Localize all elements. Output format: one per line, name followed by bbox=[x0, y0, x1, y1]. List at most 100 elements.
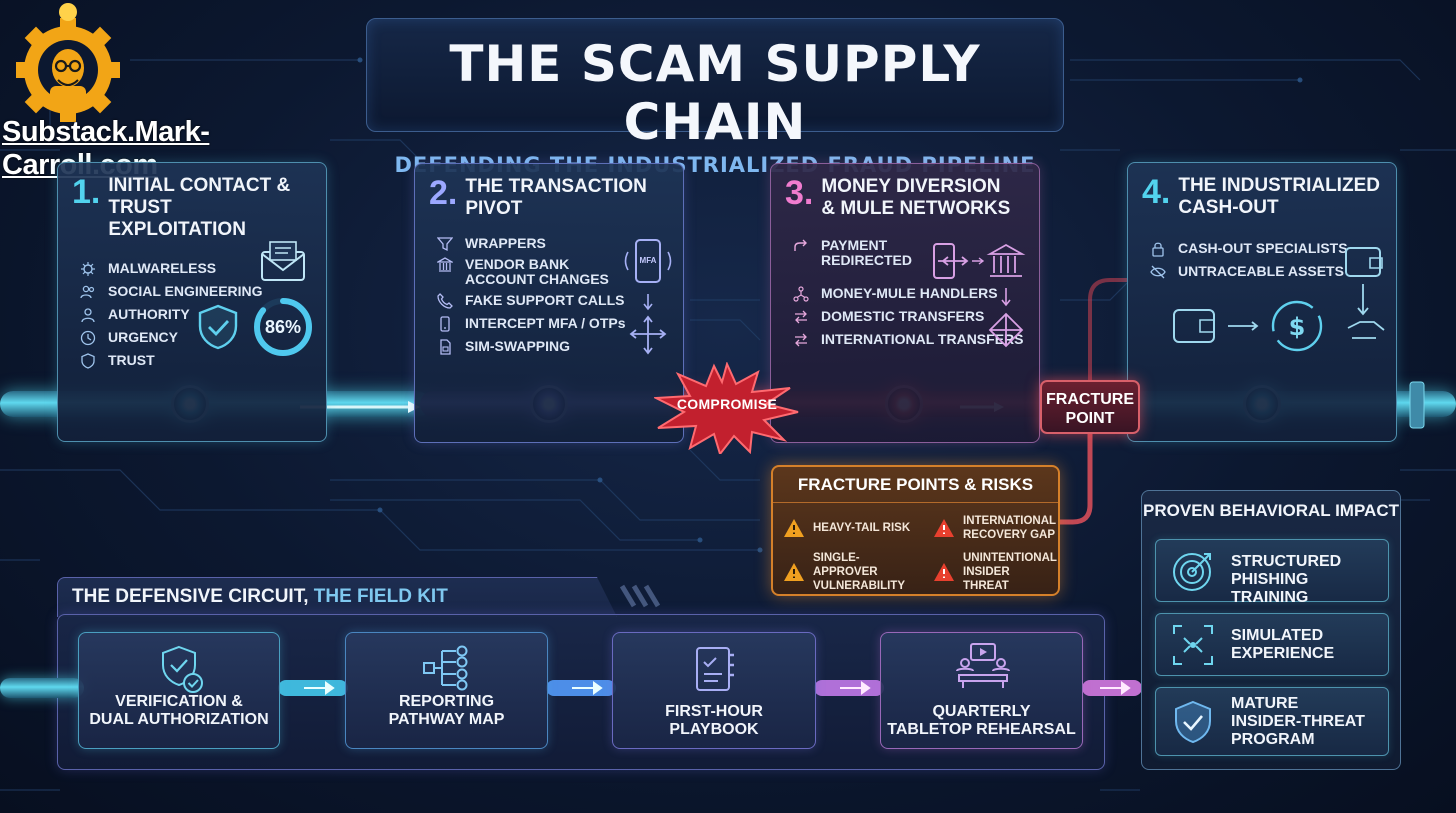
stage-number: 2. bbox=[429, 174, 458, 212]
item-label-line1: VENDOR BANK bbox=[465, 256, 570, 272]
stage-title-line1: THE INDUSTRIALIZED bbox=[1178, 175, 1380, 196]
impact-line2: INSIDER-THREAT bbox=[1231, 713, 1365, 730]
kit-label-line1: FIRST-HOUR bbox=[665, 703, 763, 720]
item-label-line2: REDIRECTED bbox=[821, 252, 913, 268]
risk-line1: INTERNATIONAL bbox=[963, 515, 1057, 527]
list-item: AUTHORITY bbox=[80, 303, 326, 326]
phone-icon bbox=[437, 292, 453, 309]
stage-title-line2: TRUST EXPLOITATION bbox=[108, 197, 246, 240]
kit-label-line1: VERIFICATION & bbox=[115, 693, 243, 710]
stage-title-line2: PIVOT bbox=[465, 198, 523, 219]
stage-number: 3. bbox=[785, 174, 814, 212]
item-label-line1: PAYMENT bbox=[821, 237, 888, 253]
svg-text:$: $ bbox=[1289, 313, 1306, 341]
fracture-point-badge: FRACTURE POINT bbox=[1040, 380, 1140, 434]
item-label: WRAPPERS bbox=[465, 235, 546, 251]
risk-line1: UNINTENTIONAL bbox=[963, 551, 1057, 564]
item-label: TRUST bbox=[108, 352, 155, 368]
list-item: INTERNATIONAL TRANSFERS bbox=[793, 328, 1039, 351]
shield-check-icon bbox=[1175, 700, 1211, 744]
risk-item: INTERNATIONAL RECOVERY GAP bbox=[923, 507, 1058, 549]
risk-line1: HEAVY-TAIL RISK bbox=[813, 522, 911, 534]
stage-title-line1: MONEY DIVERSION bbox=[821, 176, 1001, 197]
funnel-icon bbox=[437, 236, 453, 251]
risk-line2: VULNERABILITY bbox=[813, 579, 905, 592]
item-label: AUTHORITY bbox=[108, 306, 190, 322]
list-item: SOCIAL ENGINEERING bbox=[80, 280, 326, 303]
item-label: INTERCEPT MFA / OTPs bbox=[465, 315, 626, 331]
title-banner: THE SCAM SUPPLY CHAIN DEFENDING THE INDU… bbox=[366, 18, 1064, 177]
mobile-icon bbox=[440, 315, 450, 332]
simulation-icon bbox=[1173, 625, 1213, 665]
network-icon bbox=[793, 285, 809, 302]
flow-map-icon bbox=[423, 645, 468, 691]
lock-icon bbox=[1152, 242, 1164, 257]
stage-title-line1: THE TRANSACTION bbox=[465, 176, 647, 197]
mfa-phone-icon bbox=[624, 239, 672, 355]
compromise-burst bbox=[654, 362, 799, 454]
item-label-line2: ACCOUNT CHANGES bbox=[465, 271, 609, 287]
fracture-risks-panel: FRACTURE POINTS & RISKS HEAVY-TAIL RISK … bbox=[771, 465, 1060, 596]
circuit-title-main: THE DEFENSIVE CIRCUIT, bbox=[72, 586, 309, 607]
risk-line1: SINGLE-APPROVER bbox=[813, 551, 878, 578]
impact-line1: STRUCTURED bbox=[1231, 553, 1342, 570]
tabletop-icon bbox=[956, 643, 1010, 688]
list-item: DOMESTIC TRANSFERS bbox=[793, 305, 1039, 328]
clock-icon bbox=[80, 330, 96, 345]
risk-line2: INSIDER THREAT bbox=[963, 565, 1010, 592]
gear-lightbulb-portrait-icon bbox=[16, 3, 120, 122]
shield-icon bbox=[81, 352, 95, 369]
kit-label-line1: REPORTING bbox=[398, 693, 495, 710]
impact-line1: MATURE bbox=[1231, 695, 1299, 712]
item-label: DOMESTIC TRANSFERS bbox=[821, 308, 985, 324]
bank-icon bbox=[437, 257, 453, 272]
impact-line1: SIMULATED bbox=[1231, 627, 1324, 644]
circuit-title: THE DEFENSIVE CIRCUIT, THE FIELD KIT bbox=[72, 586, 448, 608]
cash-out-flow-icon: $ bbox=[1173, 247, 1385, 352]
impact-title: PROVEN BEHAVIORAL IMPACT bbox=[1143, 501, 1399, 520]
person-icon bbox=[81, 307, 95, 322]
warning-icon bbox=[934, 519, 954, 537]
stage-4-panel: 4. THE INDUSTRIALIZED CASH-OUT CASH-OUT … bbox=[1127, 162, 1397, 442]
list-item: UNTRACEABLE ASSETS bbox=[1150, 260, 1396, 283]
stage-title-line1: INITIAL CONTACT & bbox=[108, 175, 291, 196]
item-label: MALWARELESS bbox=[108, 260, 217, 276]
item-label: SIM-SWAPPING bbox=[465, 338, 571, 354]
page-title: THE SCAM SUPPLY CHAIN bbox=[449, 35, 981, 151]
stage-title-line2: & MULE NETWORKS bbox=[821, 198, 1011, 219]
impact-line2: PHISHING TRAINING bbox=[1231, 571, 1309, 606]
list-item: MONEY-MULE HANDLERS bbox=[793, 282, 1039, 305]
payment-redirect-bank-icon bbox=[933, 243, 1026, 348]
circuit-connectors bbox=[278, 680, 1142, 696]
stage-title-line2: CASH-OUT bbox=[1178, 197, 1279, 218]
stat-ring bbox=[254, 298, 312, 356]
people-icon bbox=[80, 285, 95, 298]
warning-icon bbox=[784, 519, 804, 537]
redirect-arrow-icon bbox=[794, 239, 807, 251]
compromise-label: COMPROMISE bbox=[676, 396, 778, 412]
list-item: URGENCY bbox=[80, 326, 326, 349]
risk-line2: RECOVERY GAP bbox=[963, 529, 1056, 541]
risks-title: FRACTURE POINTS & RISKS bbox=[773, 467, 1058, 503]
risk-item: HEAVY-TAIL RISK bbox=[773, 507, 923, 549]
kit-label-line1: QUARTERLY bbox=[932, 703, 1031, 720]
target-icon bbox=[1173, 553, 1211, 591]
item-label: INTERNATIONAL TRANSFERS bbox=[821, 331, 1024, 347]
stage-number: 1. bbox=[72, 173, 101, 211]
list-item: INTERCEPT MFA / OTPs bbox=[437, 312, 683, 335]
transfer-arrows-icon bbox=[795, 310, 807, 323]
shield-check-icon bbox=[162, 645, 203, 693]
envelope-icon bbox=[261, 241, 305, 281]
item-label: MONEY-MULE HANDLERS bbox=[821, 285, 998, 301]
item-label: FAKE SUPPORT CALLS bbox=[465, 292, 625, 308]
shield-check-icon bbox=[198, 304, 238, 350]
